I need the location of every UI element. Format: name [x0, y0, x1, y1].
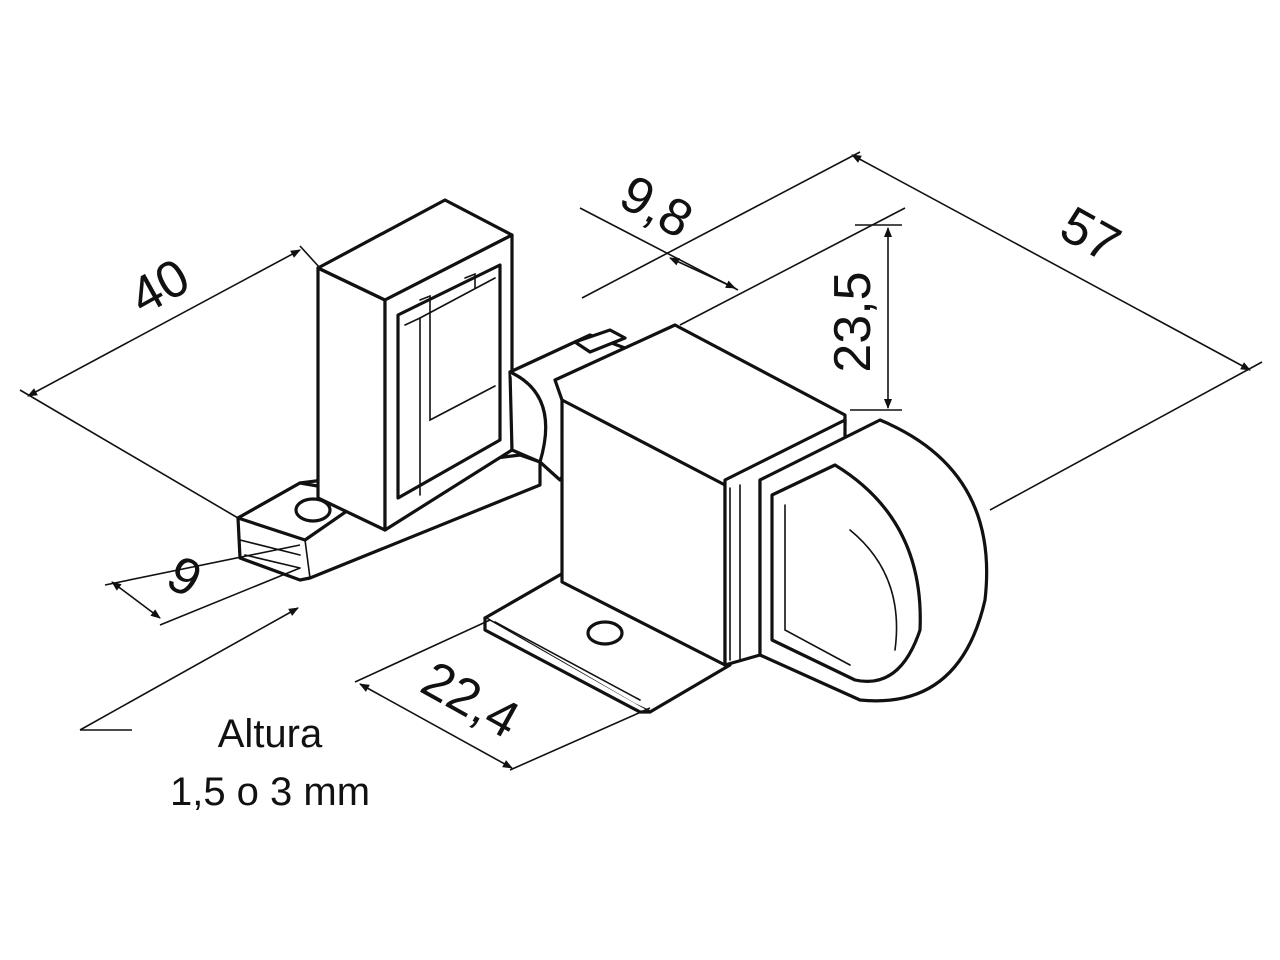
- dim-40-label: 40: [120, 248, 199, 327]
- height-note-value: 1,5 o 3 mm: [169, 770, 371, 814]
- height-note: Altura 1,5 o 3 mm: [140, 705, 400, 821]
- bolt-loop-opening: [770, 463, 922, 683]
- dim-22-4-label: 22,4: [412, 650, 529, 750]
- dim-40-line: [27, 249, 301, 397]
- dimension-lines: [19, 151, 1263, 771]
- dim-57-label: 57: [1051, 196, 1130, 275]
- left-screw-hole: [294, 497, 332, 523]
- right-screw-hole: [586, 620, 624, 646]
- dim-23-5-label: 23,5: [824, 271, 882, 372]
- left-slot-window: [396, 263, 502, 500]
- dim-9-8-label: 9,8: [611, 164, 702, 250]
- dim-9-8-line: [669, 257, 736, 289]
- height-leader-line: [79, 607, 299, 731]
- right-bolt-housing: [483, 323, 989, 714]
- left-upright-front: [316, 266, 387, 532]
- dim-22-4-line: [359, 683, 513, 769]
- dim-9-label: 9: [158, 545, 211, 610]
- dim-57-line: [851, 154, 1251, 371]
- height-note-title: Altura: [217, 712, 323, 756]
- dim-9-line: [111, 581, 161, 619]
- left-support-bracket: [236, 198, 542, 582]
